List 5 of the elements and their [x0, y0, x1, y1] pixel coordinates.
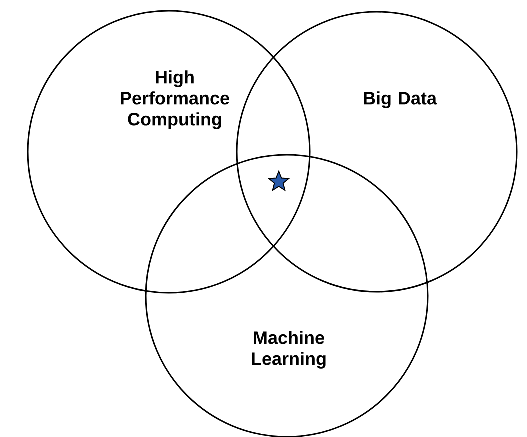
venn-circle [236, 11, 518, 293]
circle-label: Machine Learning [252, 331, 326, 369]
venn-circle [27, 10, 311, 294]
circle-label: Big Data [364, 92, 438, 108]
circle-label: High Performance Computing [121, 70, 230, 130]
